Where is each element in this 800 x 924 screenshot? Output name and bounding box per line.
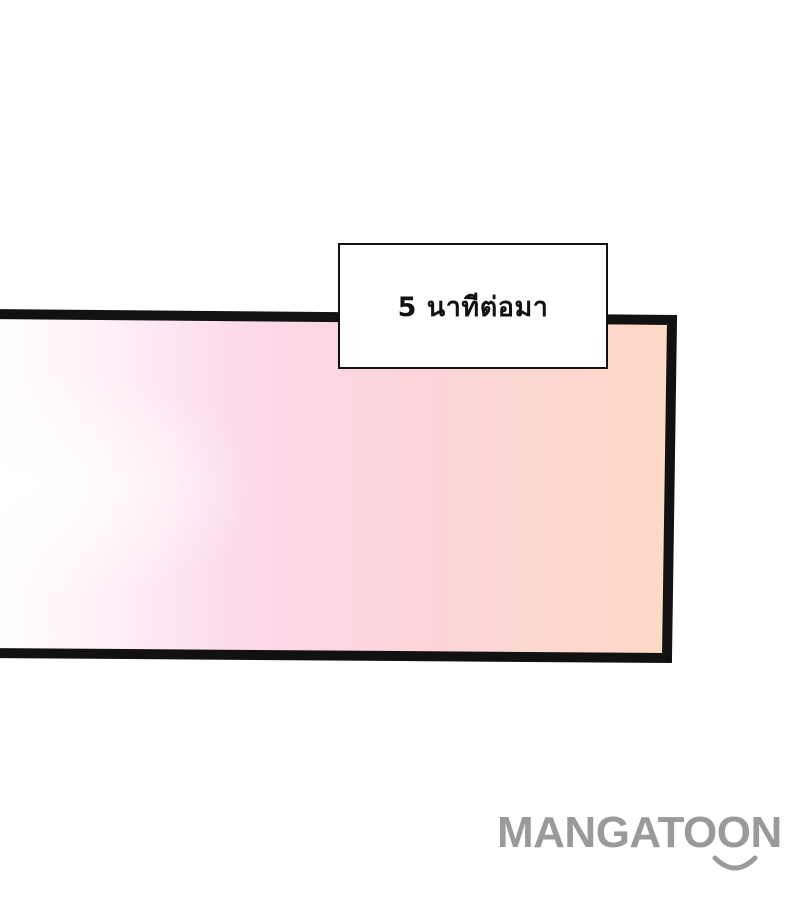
- smile-icon: [712, 855, 758, 871]
- narration-caption-text: 5 นาทีต่อมา: [397, 291, 549, 323]
- watermark-logo-text: MANGATOON: [497, 808, 782, 857]
- narration-caption-box: 5 นาทีต่อมา: [338, 243, 608, 369]
- panel-glow: [0, 314, 672, 658]
- mangatoon-watermark: MANGATOON: [497, 808, 800, 878]
